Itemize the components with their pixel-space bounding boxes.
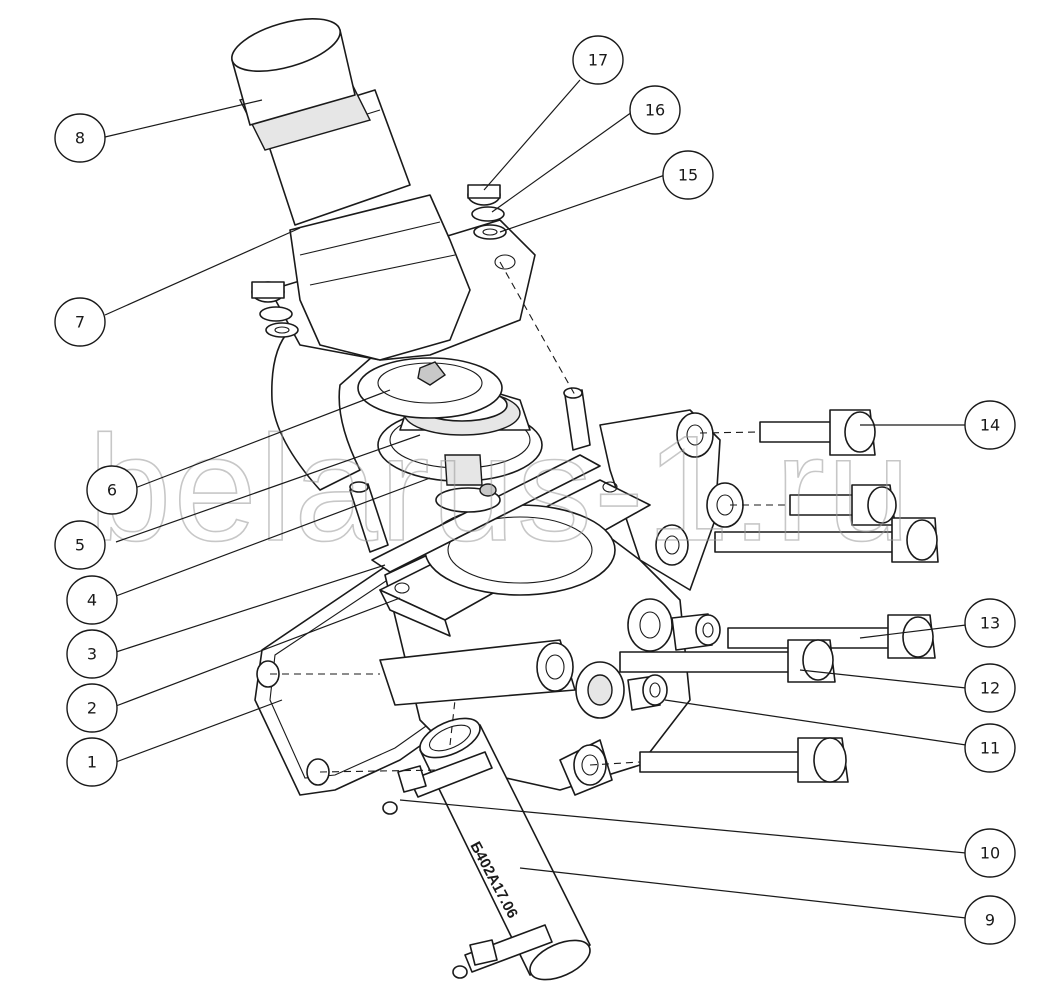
callout-7: 7 <box>54 297 106 347</box>
callout-12: 12 <box>964 663 1016 713</box>
callout-4: 4 <box>66 575 118 625</box>
cap-part-8 <box>231 18 372 151</box>
leader-12 <box>799 669 967 689</box>
leader-1 <box>115 699 283 763</box>
callout-6: 6 <box>86 465 138 515</box>
callout-1: 1 <box>66 737 118 787</box>
leader-7 <box>104 227 301 316</box>
bolt-long-upper <box>714 517 939 563</box>
callout-6-label: 6 <box>107 481 117 500</box>
seal-part-3 <box>371 454 601 573</box>
callout-8: 8 <box>54 113 106 163</box>
stud-right <box>563 387 591 451</box>
hose-clamp-part-10 <box>382 751 553 979</box>
leader-6 <box>134 389 391 489</box>
leader-16 <box>491 111 633 213</box>
leader-13 <box>859 624 967 639</box>
callout-13: 13 <box>964 598 1016 648</box>
leader-17 <box>483 79 581 191</box>
bolt-lower <box>639 737 849 783</box>
callout-12-label: 12 <box>980 679 1000 698</box>
watermark-text: belarus-1.ru <box>88 404 912 572</box>
callout-9: 9 <box>964 895 1016 945</box>
leader-lines <box>104 79 967 919</box>
spacer-part-11 <box>627 613 721 711</box>
bolt-part-12 <box>619 639 836 683</box>
callout-11: 11 <box>964 723 1016 773</box>
callout-14-label: 14 <box>980 416 1000 435</box>
stud-left <box>349 481 389 553</box>
callout-14: 14 <box>964 400 1016 450</box>
callout-4-label: 4 <box>87 591 97 610</box>
callout-10: 10 <box>964 828 1016 878</box>
leader-2 <box>115 597 401 707</box>
bolt-part-13 <box>727 614 936 659</box>
leader-3 <box>115 564 386 653</box>
callout-5-label: 5 <box>75 536 85 555</box>
callout-16-label: 16 <box>645 101 665 120</box>
leader-9 <box>519 867 967 919</box>
callout-11-label: 11 <box>980 739 1000 758</box>
callout-15-label: 15 <box>678 166 698 185</box>
callout-2-label: 2 <box>87 699 97 718</box>
leader-15 <box>499 174 666 233</box>
callout-2: 2 <box>66 683 118 733</box>
bolt-upper-middle <box>789 484 897 526</box>
callout-15: 15 <box>662 150 714 200</box>
leader-10 <box>399 799 967 854</box>
callout-13-label: 13 <box>980 614 1000 633</box>
callout-7-label: 7 <box>75 313 85 332</box>
callout-10-label: 10 <box>980 844 1000 863</box>
callout-16: 16 <box>629 85 681 135</box>
callout-17-label: 17 <box>588 51 608 70</box>
leader-5 <box>115 434 421 543</box>
callout-9-label: 9 <box>985 911 995 930</box>
hose-part-9 <box>419 717 591 981</box>
seal-ring-part-6 <box>357 357 503 419</box>
callout-3: 3 <box>66 629 118 679</box>
callout-17: 17 <box>572 35 624 85</box>
callout-3-label: 3 <box>87 645 97 664</box>
nut-washer-stack-left <box>251 281 299 338</box>
leader-11 <box>664 699 967 746</box>
callout-8-label: 8 <box>75 129 85 148</box>
bolt-part-14 <box>759 409 876 456</box>
leader-4 <box>115 477 431 597</box>
assembly-axes <box>270 261 790 773</box>
callout-1-label: 1 <box>87 753 97 772</box>
leader-8 <box>104 99 263 138</box>
elbow-housing-part-7 <box>261 89 536 491</box>
callout-5: 5 <box>54 520 106 570</box>
nut-washer-stack-right <box>467 184 507 240</box>
